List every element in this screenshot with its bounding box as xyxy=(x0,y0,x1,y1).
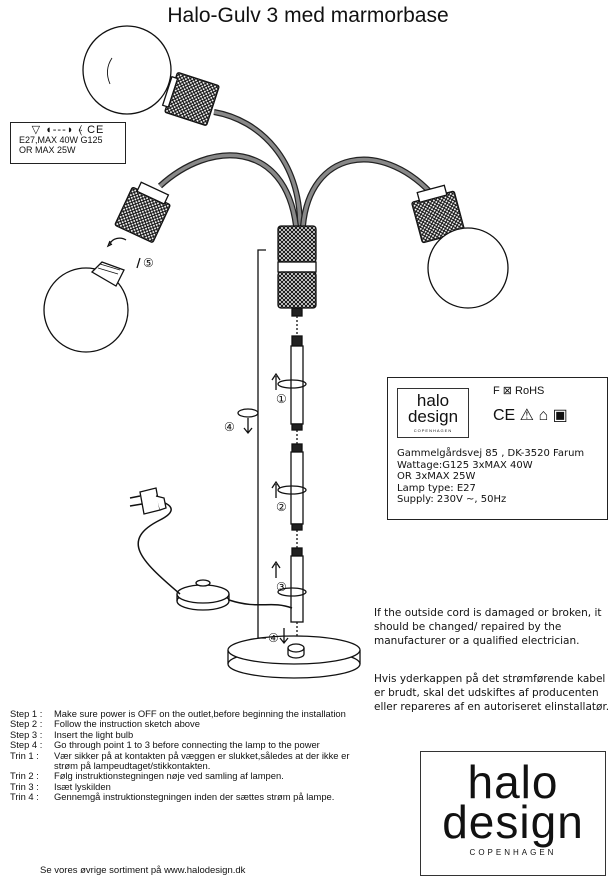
step-item: Step 3 :Insert the light bulb xyxy=(10,728,134,740)
bulb-spec-box: ▽ ◖---◗ ⦑ CE E27,MAX 40W G125 OR MAX 25W xyxy=(10,122,126,164)
footer-website-text: Se vores øvrige sortiment på www.halodes… xyxy=(40,865,246,876)
product-label-box: halo design COPENHAGEN F ⊠ RoHS CE ⚠ ⌂ ▣… xyxy=(387,377,608,520)
right-socket xyxy=(411,184,466,244)
label-wattage: Wattage:G125 3xMAX 40W xyxy=(397,459,533,471)
step-item: Step 4 :Go through point 1 to 3 before c… xyxy=(10,739,320,751)
step-item: Step 2 :Follow the instruction sketch ab… xyxy=(10,718,200,730)
left-bulb xyxy=(43,237,129,353)
diagram-step-1: ① xyxy=(276,392,287,406)
top-left-socket xyxy=(161,72,220,126)
label-certification-icons: F ⊠ RoHS CE ⚠ ⌂ ▣ xyxy=(493,385,568,424)
bulb-spec-line-2: OR MAX 25W xyxy=(19,145,76,155)
pole-segments xyxy=(290,316,304,638)
step-item: Trin 3 :Isæt lyskilden xyxy=(10,780,111,792)
step-item: Trin 1 :Vær sikker på at kontakten på væ… xyxy=(10,749,350,772)
label-logo: halo design COPENHAGEN xyxy=(397,388,469,438)
step-item: Trin 2 :Følg instruktionstegningen nøje … xyxy=(10,770,284,782)
label-supply: Supply: 230V ~, 50Hz xyxy=(397,494,507,505)
step-item: Trin 4 :Gennemgå instruktionstegningen i… xyxy=(10,791,335,803)
central-hub xyxy=(277,225,317,317)
page-title: Halo-Gulv 3 med marmorbase xyxy=(167,4,449,27)
top-left-bulb xyxy=(82,25,172,115)
certification-icons: ▽ ◖---◗ ⦑ CE xyxy=(31,124,105,136)
diagram-step-3: ③ xyxy=(276,580,287,594)
right-bulb xyxy=(427,227,509,309)
left-socket xyxy=(114,181,171,243)
step-item: Step 1 :Make sure power is OFF on the ou… xyxy=(10,708,346,719)
power-plug xyxy=(129,487,167,515)
warning-english: If the outside cord is damaged or broken… xyxy=(374,607,602,647)
diagram-step-4-rotate: ④ xyxy=(224,420,235,434)
warning-danish: Hvis yderkappen på det strømførende kabe… xyxy=(374,673,610,713)
instruction-steps: Step 1 :Make sure power is OFF on the ou… xyxy=(10,708,370,803)
foot-switch xyxy=(176,579,230,611)
label-wattage-alt: OR 3xMAX 25W xyxy=(397,471,476,482)
diagram-step-2: ② xyxy=(276,500,287,514)
brand-logo: halo design COPENHAGEN xyxy=(420,751,606,876)
marble-base xyxy=(227,635,361,679)
bulb-spec-line-1: E27,MAX 40W G125 xyxy=(19,135,103,145)
diagram-step-5: ⑤ xyxy=(143,256,154,270)
label-lamp-type: Lamp type: E27 xyxy=(397,482,476,494)
diagram-step-4: ④ xyxy=(268,631,279,645)
label-address: Gammelgårdsvej 85 , DK-3520 Farum xyxy=(397,448,585,459)
